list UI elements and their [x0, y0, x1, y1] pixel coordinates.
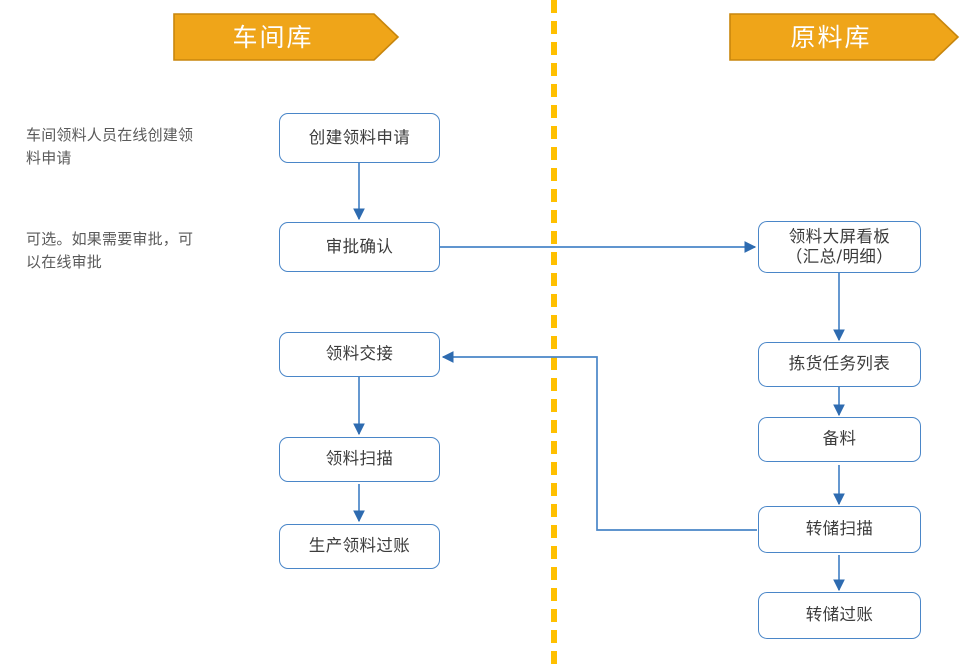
- node-material-handover[interactable]: 领料交接: [279, 332, 440, 377]
- node-pick-task-list[interactable]: 拣货任务列表: [758, 342, 921, 387]
- lane-divider-dashed-line: [551, 0, 557, 665]
- node-material-scan[interactable]: 领料扫描: [279, 437, 440, 482]
- lane-banner-material: 原料库: [728, 11, 960, 63]
- node-transfer-scan-label: 转储扫描: [805, 519, 874, 539]
- note-approval: 可选。如果需要审批，可 以在线审批: [26, 230, 194, 272]
- banner-arrow-shape-workshop: [173, 13, 400, 61]
- node-transfer-scan[interactable]: 转储扫描: [758, 506, 921, 553]
- node-material-scan-label: 领料扫描: [325, 449, 394, 469]
- node-prepare-material[interactable]: 备料: [758, 417, 921, 462]
- lane-banner-label-workshop: 车间库: [232, 22, 314, 52]
- lane-banner-workshop: 车间库: [172, 11, 400, 63]
- lane-banner-label-material: 原料库: [790, 22, 872, 52]
- node-material-handover-label: 领料交接: [325, 344, 394, 364]
- node-production-posting-label: 生产领料过账: [308, 536, 411, 556]
- note-create-request: 车间领料人员在线创建领 料申请: [26, 126, 194, 168]
- node-pick-task-list-label: 拣货任务列表: [788, 354, 891, 374]
- node-transfer-posting[interactable]: 转储过账: [758, 592, 921, 639]
- node-create-request[interactable]: 创建领料申请: [279, 113, 440, 163]
- node-approve-confirm[interactable]: 审批确认: [279, 222, 440, 272]
- node-transfer-posting-label: 转储过账: [805, 605, 874, 625]
- node-approve-confirm-label: 审批确认: [325, 236, 394, 256]
- edge-transferscan-to-handover: [441, 351, 757, 531]
- node-dashboard-label: 领料大屏看板 （汇总/明细）: [785, 226, 894, 266]
- node-production-posting[interactable]: 生产领料过账: [279, 524, 440, 569]
- node-dashboard[interactable]: 领料大屏看板 （汇总/明细）: [758, 221, 921, 273]
- node-prepare-material-label: 备料: [822, 429, 857, 449]
- banner-arrow-shape-material: [729, 13, 960, 61]
- node-create-request-label: 创建领料申请: [308, 127, 411, 147]
